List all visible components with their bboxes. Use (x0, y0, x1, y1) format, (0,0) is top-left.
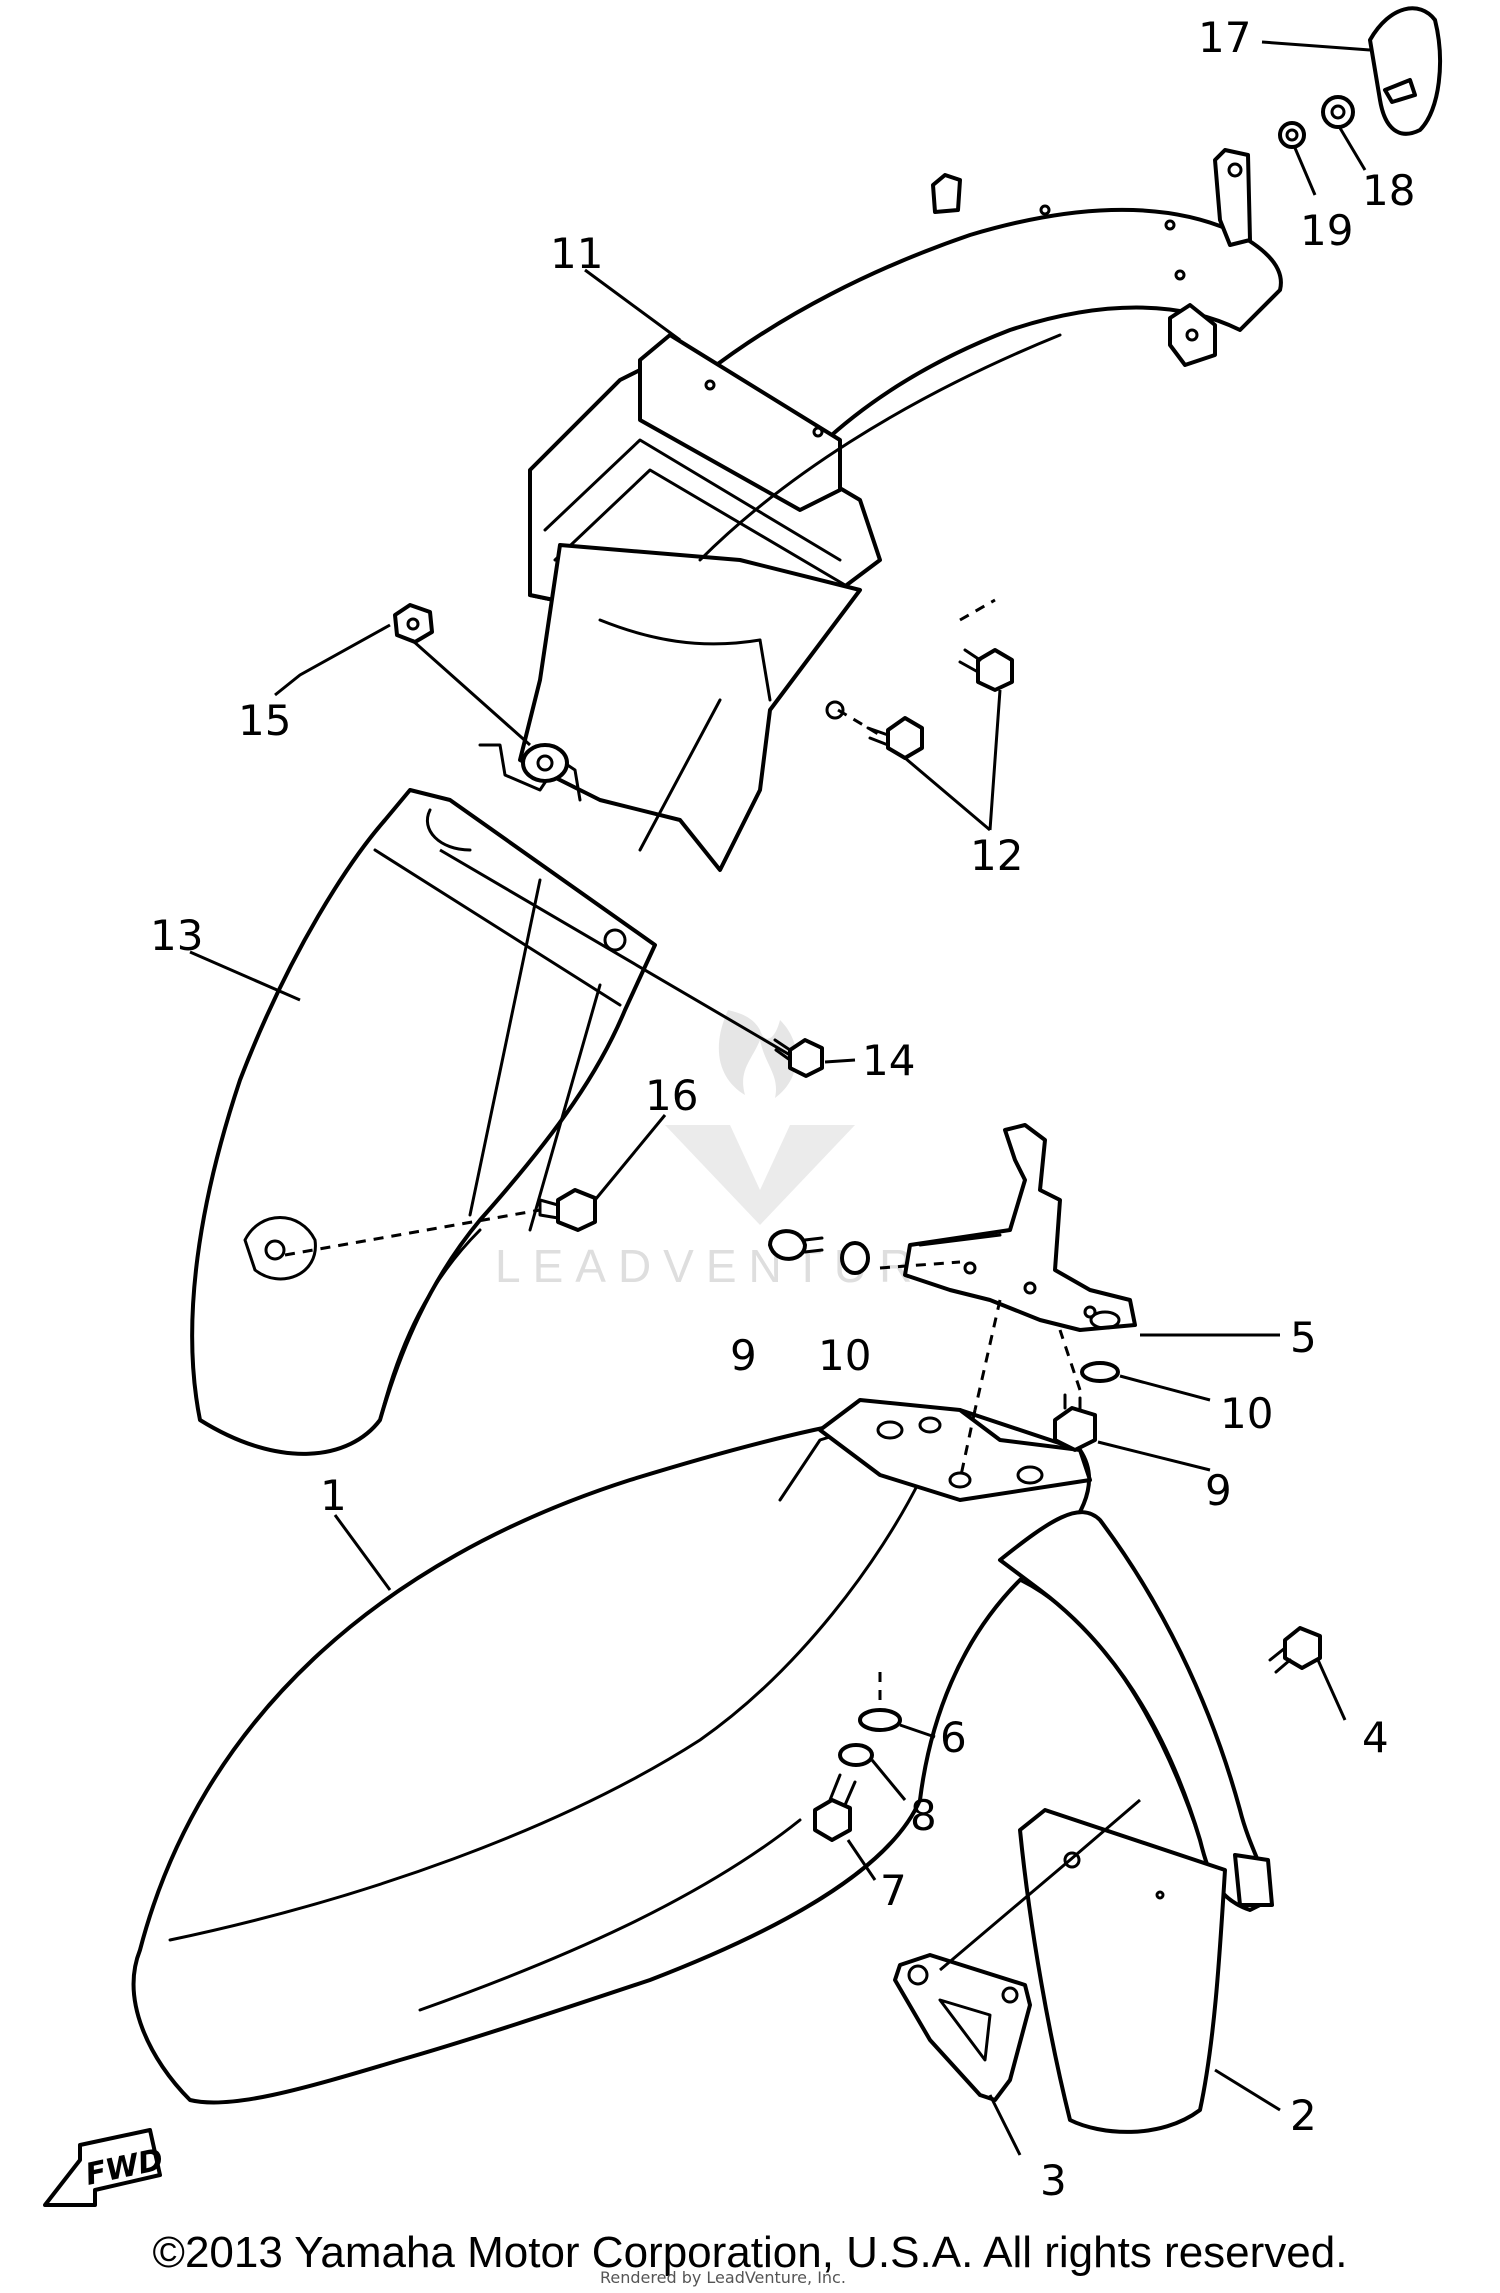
callout-19: 19 (1300, 206, 1353, 255)
callout-15: 15 (238, 696, 291, 745)
copyright-text: ©2013 Yamaha Motor Corporation, U.S.A. A… (152, 2228, 1348, 2277)
fwd-arrow: FWD (43, 2128, 166, 2207)
grommet-part-16 (538, 1188, 597, 1232)
assembly-lines (284, 598, 1082, 1700)
callout-14: 14 (862, 1036, 915, 1085)
leader-lines (189, 40, 1371, 2156)
bolt-part-9-right (1053, 1393, 1097, 1452)
callout-18: 18 (1362, 166, 1415, 215)
callout-11: 11 (550, 229, 603, 278)
washer-part-19 (1278, 121, 1306, 149)
mud-flap-part-2 (1018, 1808, 1227, 2134)
callout-17: 17 (1198, 13, 1251, 62)
rear-fender-part-11 (478, 148, 1283, 872)
bolt-part-12-lower (866, 716, 924, 760)
callout-7: 7 (880, 1866, 907, 1915)
cover-part-17 (1368, 6, 1442, 136)
render-note: Rendered by LeadVenture, Inc. (600, 2268, 846, 2287)
watermark-logo: LEADVENTURE (495, 1010, 967, 1292)
bolt-part-9-left (768, 1229, 824, 1261)
front-fender-part-1 (131, 1398, 1274, 2105)
washer-part-10-right (1080, 1361, 1120, 1383)
bolt-part-12-upper (958, 648, 1014, 692)
rear-flap-part-13 (190, 788, 657, 1456)
callout-5: 5 (1290, 1313, 1317, 1362)
callout-10-left: 10 (818, 1331, 871, 1380)
callout-numbers: 17 18 19 11 15 12 13 14 16 9 10 5 10 9 1… (150, 13, 1415, 2205)
washer-part-10-left (840, 1241, 870, 1275)
callout-9-left: 9 (730, 1331, 757, 1380)
callout-8: 8 (910, 1791, 937, 1840)
bolt-part-4 (1268, 1626, 1322, 1674)
washer-part-6 (858, 1708, 902, 1732)
watermark-text: LEADVENTURE (495, 1240, 967, 1292)
callout-3: 3 (1040, 2156, 1067, 2205)
callout-9-right: 9 (1205, 1466, 1232, 1515)
nut-part-15 (393, 603, 434, 644)
callout-6: 6 (940, 1713, 967, 1762)
callout-13: 13 (150, 911, 203, 960)
washer-part-8 (838, 1743, 874, 1767)
callout-12: 12 (970, 831, 1023, 880)
callout-2: 2 (1290, 2091, 1317, 2140)
bolt-part-7 (813, 1773, 857, 1842)
bracket-part-5 (903, 1123, 1137, 1332)
fasteners (393, 6, 1442, 1842)
callout-4: 4 (1362, 1713, 1389, 1762)
callout-1: 1 (320, 1471, 347, 1520)
washer-part-18 (1321, 95, 1355, 129)
callout-10-right: 10 (1220, 1389, 1273, 1438)
bolt-part-14 (773, 1038, 824, 1078)
callout-16: 16 (645, 1071, 698, 1120)
flap-plate-part-3 (893, 1953, 1032, 2102)
